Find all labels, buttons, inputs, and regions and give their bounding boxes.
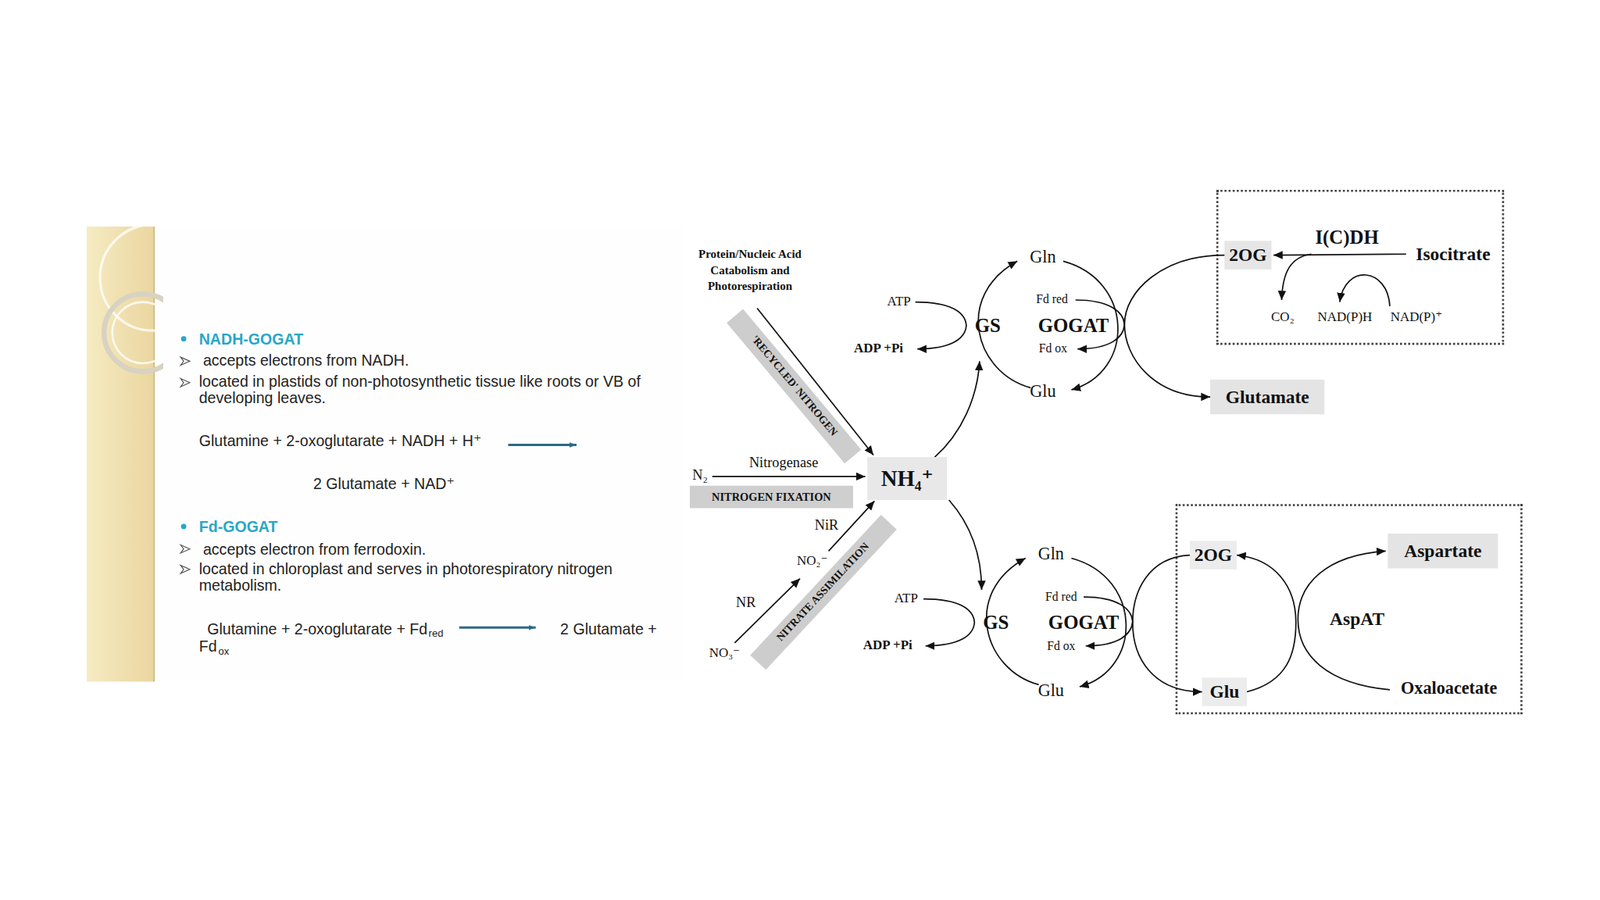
node-text: 2OG	[1194, 544, 1233, 566]
enzyme-label: GS	[982, 610, 1009, 634]
type-heading: NADH-GOGAT	[199, 329, 304, 348]
gs-gogat-cycle	[923, 557, 1133, 687]
source-note: Protein/Nucleic Acid Catabolism and Phot…	[681, 246, 819, 295]
reaction-arrow	[459, 626, 536, 629]
metabolite-label: Isocitrate	[1415, 243, 1490, 265]
enzyme-label: I(C)DH	[1314, 226, 1379, 250]
enzyme-label: NR	[735, 594, 756, 611]
metabolite-label: N₂	[692, 467, 708, 484]
reaction-text: Glutamine + 2-oxoglutarate + NADH + H⁺	[199, 432, 483, 450]
bullet-dot	[181, 335, 187, 342]
gs-gogat-cycle	[915, 260, 1125, 390]
metabolite-label: Gln	[1029, 246, 1056, 268]
cofactor-label: NAD(P)H	[1317, 309, 1373, 325]
cofactor-label: Fd red	[1035, 292, 1068, 308]
arrow-bullet	[180, 565, 190, 574]
metabolite-box: Aspartate	[1387, 533, 1498, 568]
bullet-text: located in chloroplast and serves in pho…	[199, 560, 681, 594]
cofactor-label: Fd ox	[1046, 639, 1075, 654]
dotted-box: I(C)DH IsocitrateCO₂ NAD(P)H NAD(P)⁺ 2OG	[1216, 189, 1504, 346]
type-heading: Fd-GOGAT	[199, 517, 279, 536]
metabolite-box: 2OG	[1189, 540, 1237, 570]
bullet-dot	[181, 524, 187, 530]
cofactor-label: ATP	[894, 591, 918, 608]
ammonium-arrow	[934, 360, 979, 458]
flow-connector	[1124, 255, 1225, 398]
pathway-band: 'RECYCLED' NITROGEN	[726, 308, 861, 464]
atp-arrow	[923, 599, 975, 647]
metabolite-label: Gln	[1038, 543, 1065, 565]
metabolite-label: Oxaloacetate	[1400, 678, 1497, 700]
node-text: NITROGEN FIXATION	[711, 490, 832, 504]
bullet-text: accepts electrons from NADH.	[203, 351, 409, 370]
input-arrow	[712, 475, 866, 478]
bullet-text: accepts electron from ferrodoxin.	[203, 539, 426, 558]
strip-ornament	[100, 226, 164, 372]
enzyme-label: NiR	[814, 517, 839, 534]
ammonium-box: NH₄⁺	[867, 457, 947, 500]
metabolite-box: 2OG	[1224, 240, 1272, 270]
node-text: NH₄⁺	[881, 465, 934, 492]
reaction-arrow	[1273, 253, 1407, 255]
enzyme-label: Nitrogenase	[749, 454, 818, 472]
cofactor-label: ADP +Pi	[853, 341, 904, 358]
reaction-arrow	[1339, 275, 1390, 307]
cofactor-label: Fd ox	[1039, 342, 1068, 357]
cofactor-label: ATP	[887, 294, 911, 311]
enzyme-label: GOGAT	[1048, 610, 1120, 634]
flow-connector	[1132, 555, 1203, 693]
reaction-arrow	[507, 443, 577, 447]
metabolite-label: Glu	[1038, 680, 1065, 701]
ornament-ring	[103, 293, 164, 372]
metabolite-box: Glu	[1202, 677, 1247, 707]
arrow-bullet	[180, 544, 190, 553]
metabolite-label: NO₂⁻	[796, 553, 828, 570]
subscript-text: red	[428, 628, 444, 640]
cofactor-label: Fd red	[1045, 590, 1077, 605]
reaction-text: Glutamine + 2-oxoglutarate + Fd	[207, 619, 428, 638]
cofactor-label: ADP +Pi	[863, 638, 913, 654]
node-text: Glu	[1209, 681, 1240, 703]
reaction-text: 2 Glutamate +	[560, 619, 658, 638]
metabolite-label: Glu	[1029, 382, 1056, 403]
pathway-band: NITROGEN FIXATION	[689, 485, 854, 509]
reaction-arrow	[1281, 253, 1311, 300]
atp-arrow	[915, 302, 967, 350]
enzyme-label: AspAT	[1329, 608, 1385, 630]
node-text: Aspartate	[1403, 540, 1482, 562]
flow-connector	[1236, 555, 1297, 693]
bullet-text: located in plastids of non-photosyntheti…	[199, 373, 681, 407]
cofactor-label: NAD(P)⁺	[1390, 309, 1443, 325]
metabolite-label: NO₃⁻	[709, 645, 740, 661]
reaction-arrow	[1297, 550, 1390, 690]
node-text: 'RECYCLED' NITROGEN	[748, 332, 840, 439]
input-arrow	[757, 307, 874, 455]
slide-panel	[86, 226, 684, 683]
ammonium-arrow	[949, 500, 983, 590]
reaction-text: 2 Glutamate + NAD⁺	[313, 475, 455, 493]
arrow-bullet	[180, 378, 190, 387]
reaction-text: Fd	[199, 637, 218, 656]
node-text: 2OG	[1228, 244, 1267, 266]
metabolite-box: Glutamate	[1210, 379, 1325, 415]
arrow-bullet	[180, 357, 190, 365]
enzyme-label: GS	[975, 314, 1001, 337]
ornament-ring	[112, 302, 164, 364]
dotted-box: AspAT Oxaloacetate 2OG AspartateGlu	[1175, 503, 1523, 715]
node-text: Glutamate	[1225, 386, 1310, 408]
nitrogen-inputs	[712, 307, 983, 643]
enzyme-label: GOGAT	[1038, 314, 1110, 337]
subscript-text: ox	[218, 645, 230, 658]
metabolite-label: CO₂	[1271, 309, 1295, 325]
